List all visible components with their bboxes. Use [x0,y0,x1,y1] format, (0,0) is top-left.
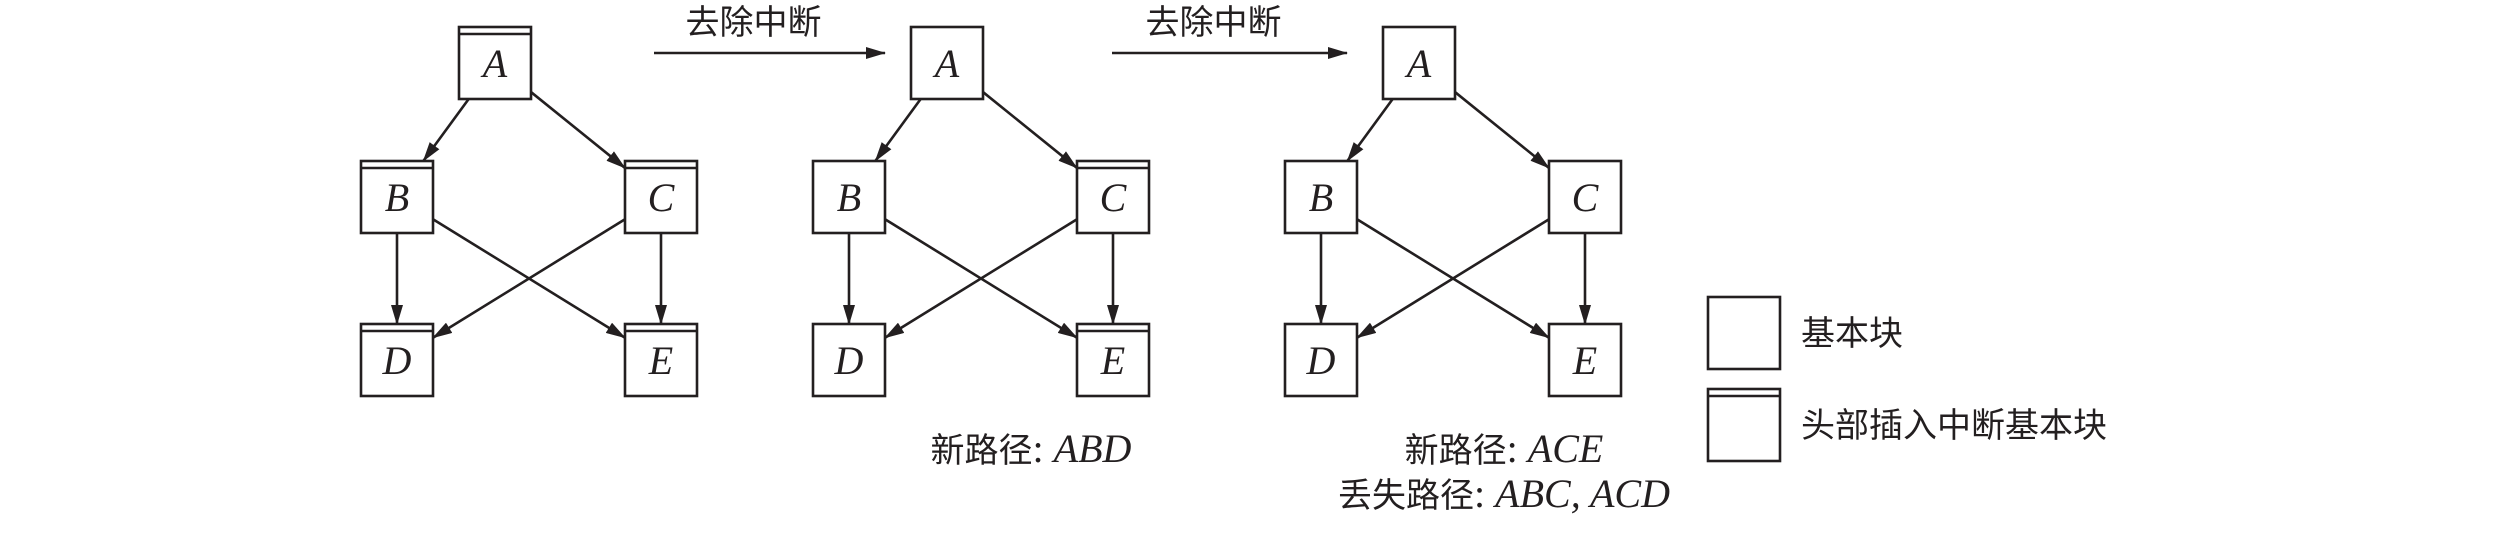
node-label: B [837,175,861,220]
caption-path-value: ABD [1051,426,1132,471]
node-b-panel-1: B [359,159,435,235]
node-label: A [1404,41,1432,86]
caption-path-value: ACE [1525,426,1604,471]
node-label: C [1100,175,1128,220]
node-label: C [648,175,676,220]
caption-prefix: 新路径 [931,431,1033,471]
transition-label: 去除中断 [686,3,822,43]
basic-block-box [1547,322,1623,398]
node-label: E [1100,338,1125,383]
node-b-panel-2: B [811,159,887,235]
node-e-panel-3: E [1547,322,1623,398]
caption-separator: : [1474,471,1495,516]
panel-2-caption-1: 新路径: ABD [931,426,1132,471]
interrupt-block-box [623,159,699,235]
node-c-panel-1: C [623,159,699,235]
edge-a-b-panel-3 [1346,98,1394,162]
interrupt-block-box [457,25,533,101]
transition-label: 去除中断 [1146,3,1282,43]
basic-block-box [1547,159,1623,235]
basic-block-box [1381,25,1457,101]
interrupt-block-box [623,322,699,398]
node-label: E [1572,338,1597,383]
basic-block-box [1283,159,1359,235]
edge-a-b-panel-2 [874,98,922,162]
interrupt-block-box [359,322,435,398]
basic-block-box [909,25,985,101]
node-label: C [1572,175,1600,220]
node-label: E [648,338,673,383]
edge-a-b-panel-1 [422,98,470,162]
node-label: D [834,338,864,383]
legend-interrupt-block: 头部插入中断基本块 [1706,387,2107,463]
interrupt-block-box [1075,322,1151,398]
node-a-panel-1: A [457,25,533,101]
node-c-panel-2: C [1075,159,1151,235]
legend-interrupt-box [1706,387,1782,463]
transition-arrow-2: 去除中断 [1112,3,1348,59]
node-e-panel-1: E [623,322,699,398]
node-label: B [385,175,409,220]
basic-block-box [811,322,887,398]
node-a-panel-2: A [909,25,985,101]
node-e-panel-2: E [1075,322,1151,398]
interrupt-block-box [359,159,435,235]
transition-arrow-1: 去除中断 [654,3,886,59]
edge-c-d-panel-2 [884,218,1078,339]
basic-block-box [811,159,887,235]
edge-a-c-panel-1 [530,91,626,169]
node-b-panel-3: B [1283,159,1359,235]
legend-label: 头部插入中断基本块 [1801,406,2107,446]
caption-separator: : [1033,426,1054,471]
panel-3-caption-1: 新路径: ACE [1405,426,1604,471]
edge-c-d-panel-1 [432,218,626,339]
caption-separator: : [1507,426,1528,471]
legend-basic-box [1706,295,1782,371]
legend-basic-block: 基本块 [1706,295,1903,371]
interrupt-block-box [1075,159,1151,235]
caption-prefix: 丢失路径 [1338,476,1474,516]
node-d-panel-2: D [811,322,887,398]
caption-path-value: ABC, ACD [1492,471,1670,516]
caption-prefix: 新路径 [1405,431,1507,471]
node-label: D [382,338,412,383]
node-label: D [1306,338,1336,383]
node-d-panel-1: D [359,322,435,398]
legend-label: 基本块 [1801,314,1903,354]
edge-c-d-panel-3 [1356,218,1550,339]
node-c-panel-3: C [1547,159,1623,235]
edge-a-c-panel-3 [1454,91,1550,169]
panel-3-caption-2: 丢失路径: ABC, ACD [1338,471,1670,516]
node-label: A [480,41,508,86]
node-a-panel-3: A [1381,25,1457,101]
basic-block-box [1283,322,1359,398]
node-label: B [1309,175,1333,220]
node-d-panel-3: D [1283,322,1359,398]
node-label: A [932,41,960,86]
edge-a-c-panel-2 [982,91,1078,169]
